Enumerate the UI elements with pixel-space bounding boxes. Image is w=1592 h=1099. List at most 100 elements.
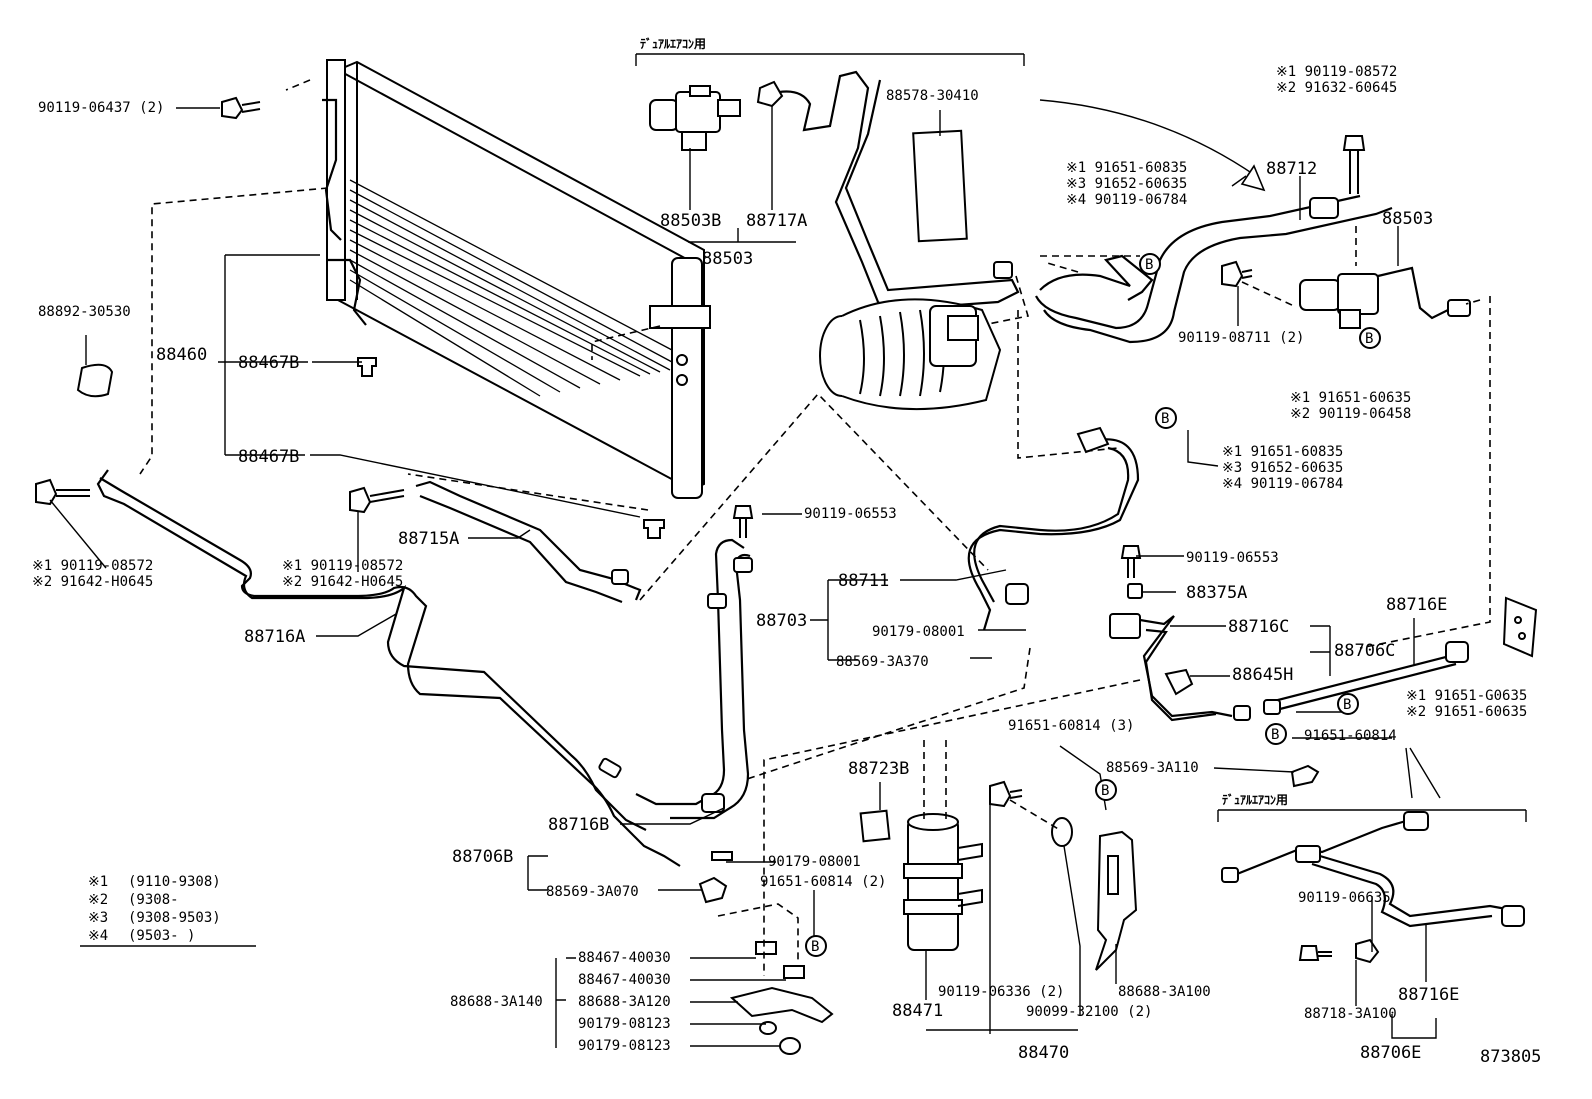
label-b1-3: ※3 91652-60635 bbox=[1066, 176, 1187, 192]
label-88569-3a070: 88569-3A070 bbox=[546, 884, 639, 900]
label-91651-60814-right: 91651-60814 bbox=[1304, 728, 1397, 744]
label-88712: 88712 bbox=[1266, 159, 1317, 179]
clamp-drawing bbox=[1355, 938, 1380, 964]
legend-mark-3: ※3 bbox=[88, 910, 108, 926]
legend-range-4: (9503- ) bbox=[128, 928, 195, 944]
label-90119-06437: 90119-06437 (2) bbox=[38, 100, 164, 116]
circle-b-label: B bbox=[1101, 783, 1109, 799]
label-88715a: 88715A bbox=[398, 529, 459, 549]
figure-id: 873805 bbox=[1480, 1047, 1541, 1067]
label-b3-4: ※4 90119-06784 bbox=[1222, 476, 1343, 492]
cap-drawing bbox=[76, 363, 114, 398]
clamp-drawing bbox=[1290, 764, 1320, 788]
label-88503-right: 88503 bbox=[1382, 209, 1433, 229]
legend-mark-1: ※1 bbox=[88, 874, 108, 890]
label-88716e-top: 88716E bbox=[1386, 595, 1447, 615]
washer-drawing bbox=[1127, 583, 1143, 599]
label-88471: 88471 bbox=[892, 1001, 943, 1021]
label-88706e: 88706E bbox=[1360, 1043, 1421, 1063]
label-90119-06336: 90119-06336 (2) bbox=[938, 984, 1064, 1000]
label-90119-06635: 90119-06635 bbox=[1298, 890, 1391, 906]
label-88470: 88470 bbox=[1018, 1043, 1069, 1063]
legend-mark-2: ※2 bbox=[88, 892, 108, 908]
direction-arrow bbox=[1039, 99, 1257, 177]
label-90179-08001-a: 90179-08001 bbox=[872, 624, 965, 640]
label-88688-3a140: 88688-3A140 bbox=[450, 994, 543, 1010]
label-88716c: 88716C bbox=[1228, 617, 1289, 637]
label-88645h: 88645H bbox=[1232, 665, 1293, 685]
label-90119-06553-a: 90119-06553 bbox=[804, 506, 897, 522]
leader-lines bbox=[49, 106, 1441, 1048]
label-88703: 88703 bbox=[756, 611, 807, 631]
bolt-drawing bbox=[1120, 545, 1142, 578]
bolt-drawing bbox=[732, 505, 754, 538]
label-90179-08123-b: 90179-08123 bbox=[578, 1038, 671, 1054]
condenser-inlet-pipe-drawing bbox=[349, 480, 642, 604]
discharge-hose-drawing bbox=[35, 469, 681, 867]
label-88467-40030-b: 88467-40030 bbox=[578, 972, 671, 988]
dual-ac-title-bottom: ﾃﾞｭｱﾙｴｱｺﾝ用 bbox=[1222, 792, 1288, 807]
label-88706b: 88706B bbox=[452, 847, 513, 867]
label-mid-bolt-1: ※1 90119-08572 bbox=[282, 558, 403, 574]
bolt-drawing bbox=[989, 780, 1023, 808]
label-88467b-a: 88467B bbox=[238, 353, 299, 373]
solenoid-valve-drawing bbox=[649, 85, 741, 151]
pipe-88716e-dual-drawing bbox=[1221, 811, 1525, 928]
label-88688-3a120: 88688-3A120 bbox=[578, 994, 671, 1010]
grommet-drawing bbox=[357, 357, 377, 377]
label-88718-3a100: 88718-3A100 bbox=[1304, 1006, 1397, 1022]
label-b3-3: ※3 91652-60635 bbox=[1222, 460, 1343, 476]
label-90179-08123-a: 90179-08123 bbox=[578, 1016, 671, 1032]
circle-b-label: B bbox=[1343, 697, 1351, 713]
legend-mark-4: ※4 bbox=[88, 928, 108, 944]
label-b2-1: ※1 91651-60635 bbox=[1290, 390, 1411, 406]
label-90179-08001-b: 90179-08001 bbox=[768, 854, 861, 870]
circle-b-label: B bbox=[811, 939, 819, 955]
mount-drawing bbox=[698, 851, 834, 1055]
label-mid-bolt-2: ※2 91642-H0645 bbox=[282, 574, 403, 590]
label-tr-bolt-1: ※1 90119-08572 bbox=[1276, 64, 1397, 80]
label-88467-40030-a: 88467-40030 bbox=[578, 950, 671, 966]
grommet-drawing bbox=[643, 519, 665, 539]
label-b2-2: ※2 90119-06458 bbox=[1290, 406, 1411, 422]
label-88460: 88460 bbox=[156, 345, 207, 365]
bolt-drawing bbox=[1342, 135, 1366, 194]
dashed-connection-lines bbox=[139, 79, 1491, 976]
label-b4-2: ※2 91651-60635 bbox=[1406, 704, 1527, 720]
bushing-drawing bbox=[1051, 817, 1073, 847]
receiver-dryer-drawing bbox=[903, 813, 983, 951]
label-88467b-b: 88467B bbox=[238, 447, 299, 467]
bolt-drawing bbox=[221, 96, 261, 120]
label-91651-60814-3: 91651-60814 (3) bbox=[1008, 718, 1134, 734]
hose-88711-drawing bbox=[967, 426, 1140, 631]
circle-b-label: B bbox=[1271, 727, 1279, 743]
label-90099-32100: 90099-32100 (2) bbox=[1026, 1004, 1152, 1020]
label-88711: 88711 bbox=[838, 571, 889, 591]
suction-hose-88712-drawing bbox=[1035, 194, 1393, 344]
condenser-drawing bbox=[322, 59, 711, 499]
label-88569-3a370: 88569-3A370 bbox=[836, 654, 929, 670]
bolt-drawing bbox=[1221, 260, 1253, 288]
pipe-88716b-drawing bbox=[635, 538, 753, 820]
legend: ※1 (9110-9308) ※2 (9308- ※3 (9308-9503) … bbox=[88, 874, 221, 944]
label-b3-1: ※1 91651-60835 bbox=[1222, 444, 1343, 460]
pipe-88716e-drawing bbox=[1263, 641, 1469, 715]
bracket-88688-3a100-drawing bbox=[1095, 830, 1138, 971]
label-88716e-bottom: 88716E bbox=[1398, 985, 1459, 1005]
label-left-bolt-2: ※2 91642-H0645 bbox=[32, 574, 153, 590]
label-88503-top: 88503 bbox=[702, 249, 753, 269]
label-left-bolt-1: ※1 90119-08572 bbox=[32, 558, 153, 574]
label-91651-60814-2: 91651-60814 (2) bbox=[760, 874, 886, 890]
label-88717a: 88717A bbox=[746, 211, 807, 231]
bracket-plate-drawing bbox=[1502, 596, 1538, 658]
label-88503b: 88503B bbox=[660, 211, 721, 231]
pipe-88716c-drawing bbox=[1109, 613, 1251, 722]
legend-range-3: (9308-9503) bbox=[128, 910, 221, 926]
circle-b-label: B bbox=[1161, 411, 1169, 427]
label-90119-08711: 90119-08711 (2) bbox=[1178, 330, 1304, 346]
circle-b-label: B bbox=[1145, 257, 1153, 273]
label-tr-bolt-2: ※2 91632-60645 bbox=[1276, 80, 1397, 96]
pipe-88717a-drawing bbox=[756, 70, 1020, 312]
label-88723b: 88723B bbox=[848, 759, 909, 779]
label-88716a: 88716A bbox=[244, 627, 305, 647]
